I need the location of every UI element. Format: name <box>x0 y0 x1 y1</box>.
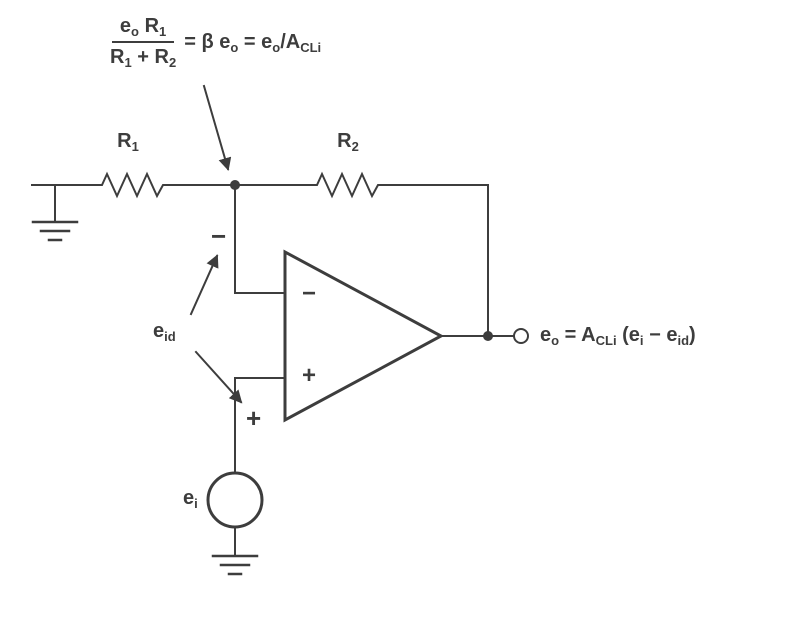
resistor-r1-label: R1 <box>117 130 139 154</box>
node-dot-output <box>483 331 493 341</box>
formula-rhs: = β eo = eo/ACLi <box>184 30 322 55</box>
formula-to-node-arrow <box>202 84 232 171</box>
eid-to-minus-arrow <box>189 254 219 316</box>
resistor-r2-symbol <box>309 171 391 199</box>
feedback-voltage-formula: eo R1 R1 + R2 = β eo = eo/ACLi <box>110 15 321 69</box>
wire-noninverting-input <box>234 377 286 474</box>
ground-symbol-bottom <box>211 554 259 576</box>
resistor-r1-symbol <box>94 171 176 199</box>
ground-symbol-left <box>31 220 79 242</box>
output-terminal-circle <box>513 328 529 344</box>
formula-fraction: eo R1 R1 + R2 <box>110 15 176 69</box>
resistor-r2-label: R2 <box>337 130 359 154</box>
opamp-noninverting-sign: + <box>302 362 317 389</box>
wire-inverting-input <box>234 184 286 294</box>
eid-plus-marker: + <box>246 403 262 433</box>
opamp-triangle <box>283 249 445 423</box>
output-voltage-formula: eo = ACLi (ei − eid) <box>540 324 696 348</box>
node-dot-summing <box>230 180 240 190</box>
source-label: ei <box>183 487 198 511</box>
opamp-inverting-sign: − <box>302 280 317 307</box>
diff-voltage-label: eid <box>153 320 176 344</box>
eid-to-plus-arrow <box>194 350 243 404</box>
fraction-numerator: eo R1 <box>111 15 175 43</box>
source-circle <box>206 471 264 529</box>
eid-minus-marker: − <box>211 221 227 251</box>
fraction-denominator: R1 + R2 <box>110 46 177 70</box>
